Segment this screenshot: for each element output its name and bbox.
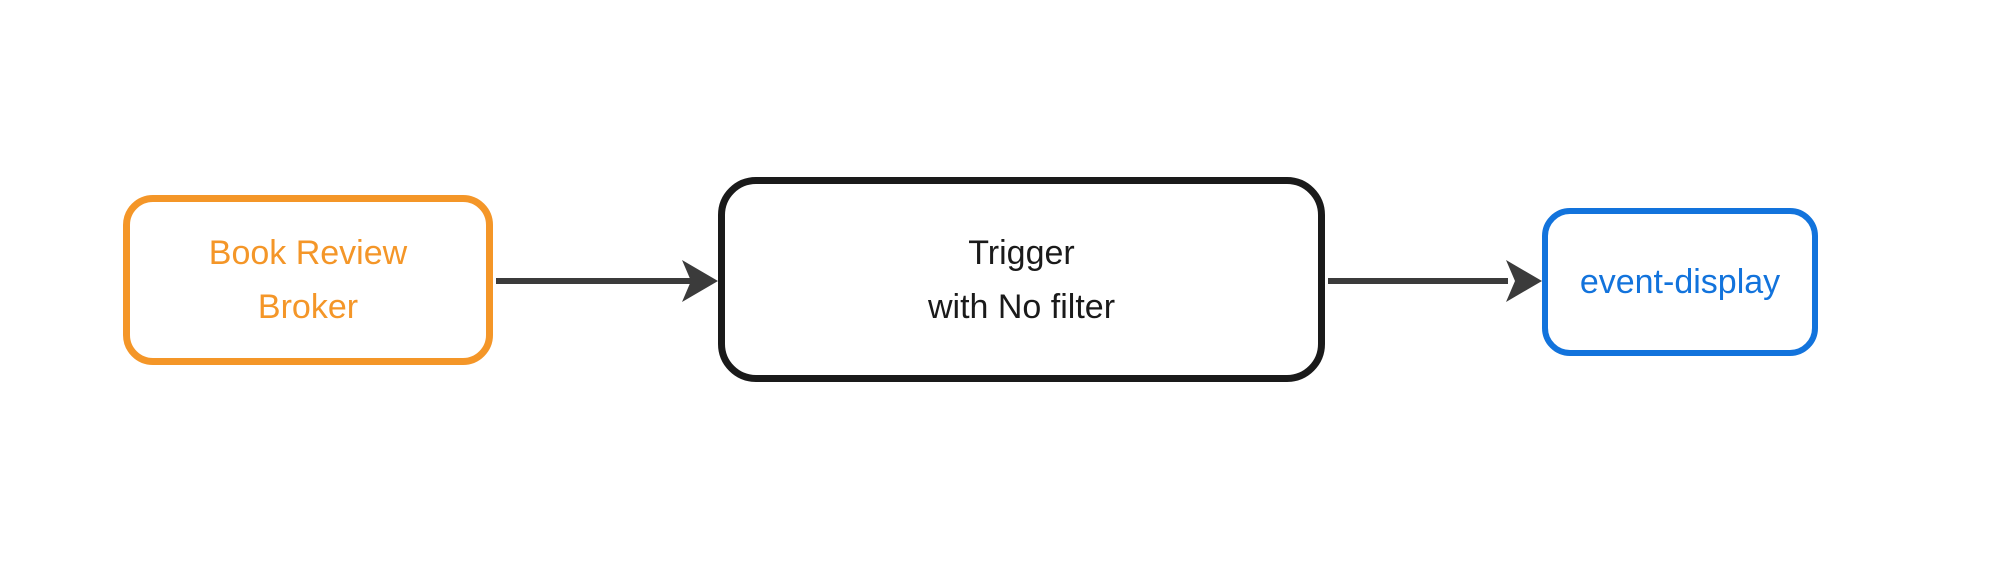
node-label: with No filter <box>927 287 1116 326</box>
arrowhead-icon <box>1506 260 1542 302</box>
edge-trigger-to-event-display <box>1328 260 1542 302</box>
arrowhead-icon <box>682 260 718 302</box>
node-label: Book Review <box>208 234 408 272</box>
node-trigger: Trigger with No filter <box>718 177 1325 382</box>
edge-broker-to-trigger <box>496 260 718 302</box>
node-event-display: event-display <box>1542 208 1818 356</box>
node-book-review-broker: Book Review Broker <box>123 195 493 365</box>
node-label: event-display <box>1579 263 1781 301</box>
node-label: Trigger <box>968 233 1075 272</box>
node-label: Broker <box>257 288 359 326</box>
